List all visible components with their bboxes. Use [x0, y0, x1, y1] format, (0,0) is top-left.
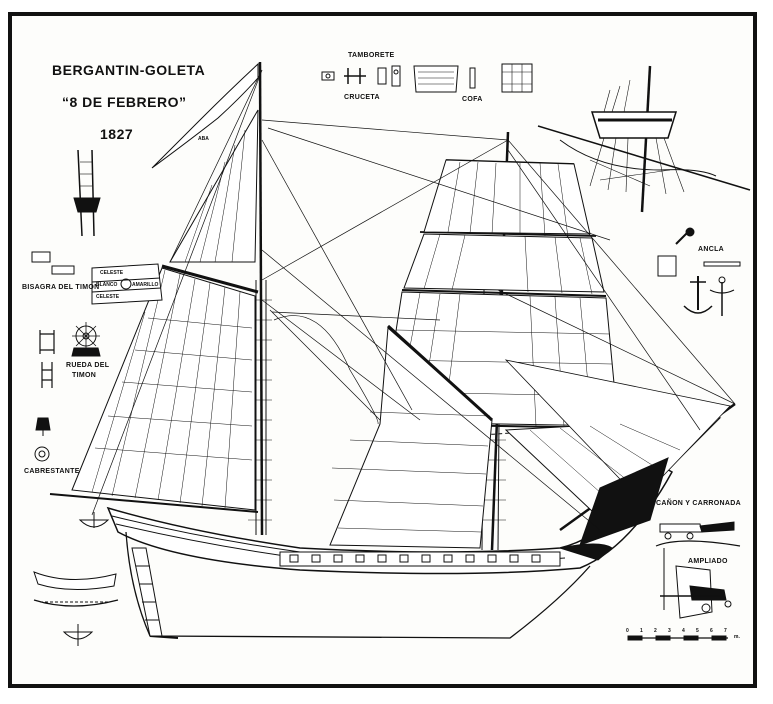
- flag-blanco: BLANCO: [96, 282, 118, 288]
- label-aba: ABA: [198, 136, 209, 142]
- scale-tick-7: 7: [724, 628, 727, 634]
- top-perspective-detail: [537, 65, 751, 213]
- label-cofa: COFA: [462, 96, 483, 103]
- year: 1827: [100, 126, 134, 142]
- flag-colors: [91, 263, 163, 305]
- left-details: [31, 149, 119, 646]
- label-rueda-1: RUEDA DEL: [66, 362, 110, 369]
- flag-amarillo: AMARILLO: [132, 282, 159, 288]
- rigging: [91, 69, 736, 531]
- label-canon: CAÑON Y CARRONADA: [656, 500, 741, 507]
- label-cabrestante: CABRESTANTE: [24, 468, 80, 475]
- flag-celeste-bottom: CELESTE: [96, 294, 120, 300]
- label-tamborete: TAMBORETE: [348, 52, 395, 59]
- label-rueda-2: TIMON: [72, 372, 97, 379]
- label-ampliado: AMPLIADO: [688, 558, 728, 565]
- scale-tick-3: 3: [668, 628, 671, 634]
- label-bisagra: BISAGRA DEL TIMON: [22, 284, 100, 291]
- mast-fittings-detail: [321, 63, 533, 93]
- scale-tick-0: 0: [626, 628, 629, 634]
- label-ancla: ANCLA: [698, 246, 724, 253]
- scale-tick-5: 5: [696, 628, 699, 634]
- flag-celeste-top: CELESTE: [100, 270, 124, 276]
- scale-tick-1: 1: [640, 628, 643, 634]
- scale-unit: m.: [734, 634, 740, 640]
- scale-bar: [627, 635, 728, 641]
- scale-tick-4: 4: [682, 628, 685, 634]
- label-cruceta: CRUCETA: [344, 94, 380, 101]
- scale-tick-2: 2: [654, 628, 657, 634]
- anchor-detail: [657, 227, 741, 316]
- ship-name: “8 DE FEBRERO”: [62, 94, 187, 110]
- cannon-detail: [655, 521, 741, 619]
- bowsprit-headsails: [504, 359, 736, 546]
- main-mast: [49, 61, 272, 536]
- plan-title: BERGANTIN-GOLETA: [52, 62, 206, 78]
- scale-tick-6: 6: [710, 628, 713, 634]
